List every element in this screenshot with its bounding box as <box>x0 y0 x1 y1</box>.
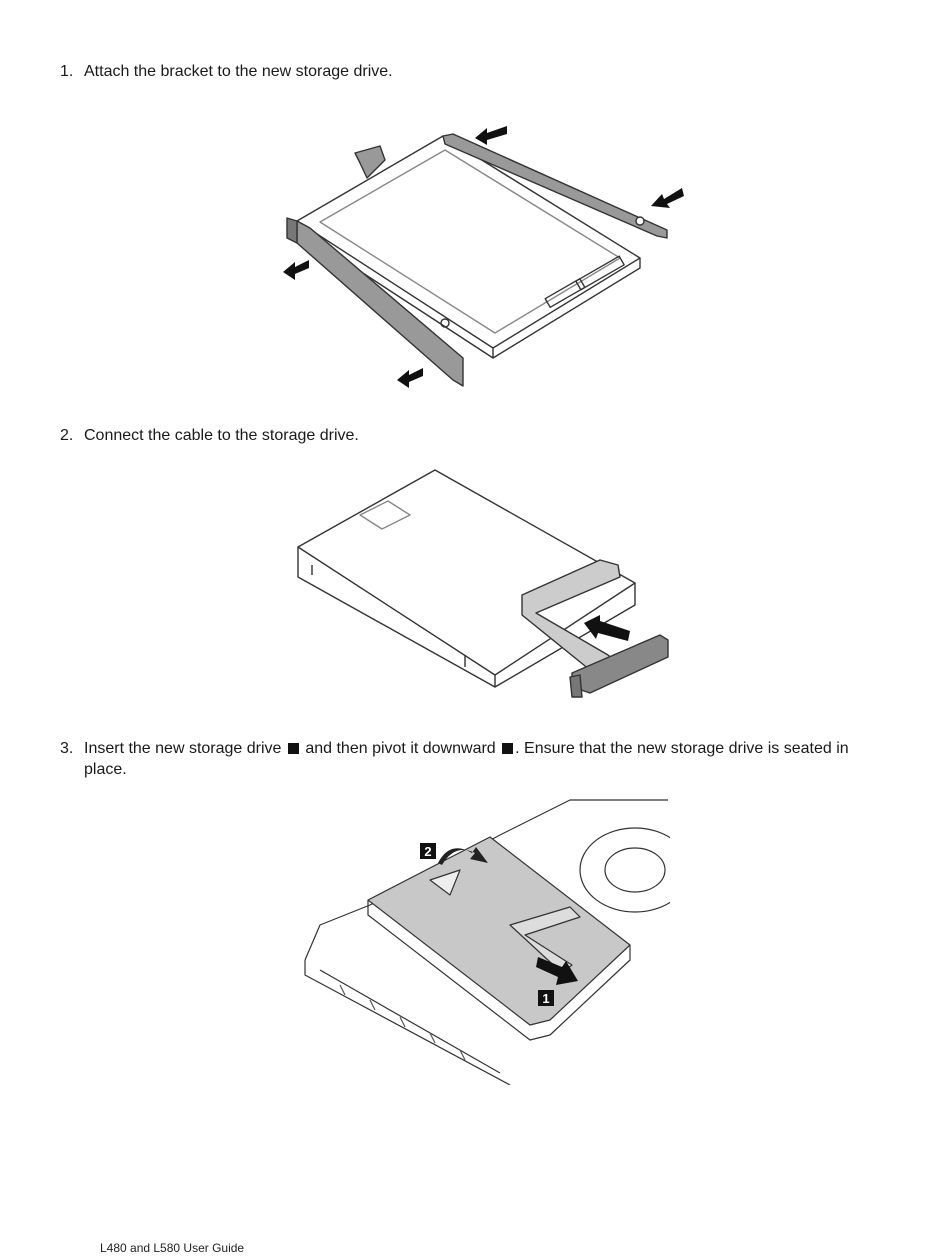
callout-2-icon <box>502 743 513 754</box>
drive-insert-illustration: 2 1 <box>300 795 670 1085</box>
arrow-icon <box>651 188 684 208</box>
callout-label: 2 <box>424 844 431 859</box>
step-text: Attach the bracket to the new storage dr… <box>84 61 860 82</box>
step-text-part: and then pivot it downward <box>305 740 495 757</box>
callout-label: 1 <box>542 991 549 1006</box>
step-number: 3. <box>60 738 73 759</box>
callout-1-icon <box>288 743 299 754</box>
step-text: Insert the new storage drive and then pi… <box>84 738 860 780</box>
cable-connect-illustration <box>290 465 690 705</box>
bracket-attach-illustration <box>275 118 695 398</box>
step-text: Connect the cable to the storage drive. <box>84 425 860 446</box>
step-3: 3. Insert the new storage drive and then… <box>60 738 860 782</box>
step-number: 2. <box>60 425 73 446</box>
arrow-icon <box>475 126 507 145</box>
arrow-icon <box>283 260 309 280</box>
page-footer: L480 and L580 User Guide <box>100 1241 244 1255</box>
step-number: 1. <box>60 61 73 82</box>
arrow-icon <box>397 368 423 388</box>
step-text-part: Insert the new storage drive <box>84 740 281 757</box>
arrow-icon <box>584 615 630 641</box>
